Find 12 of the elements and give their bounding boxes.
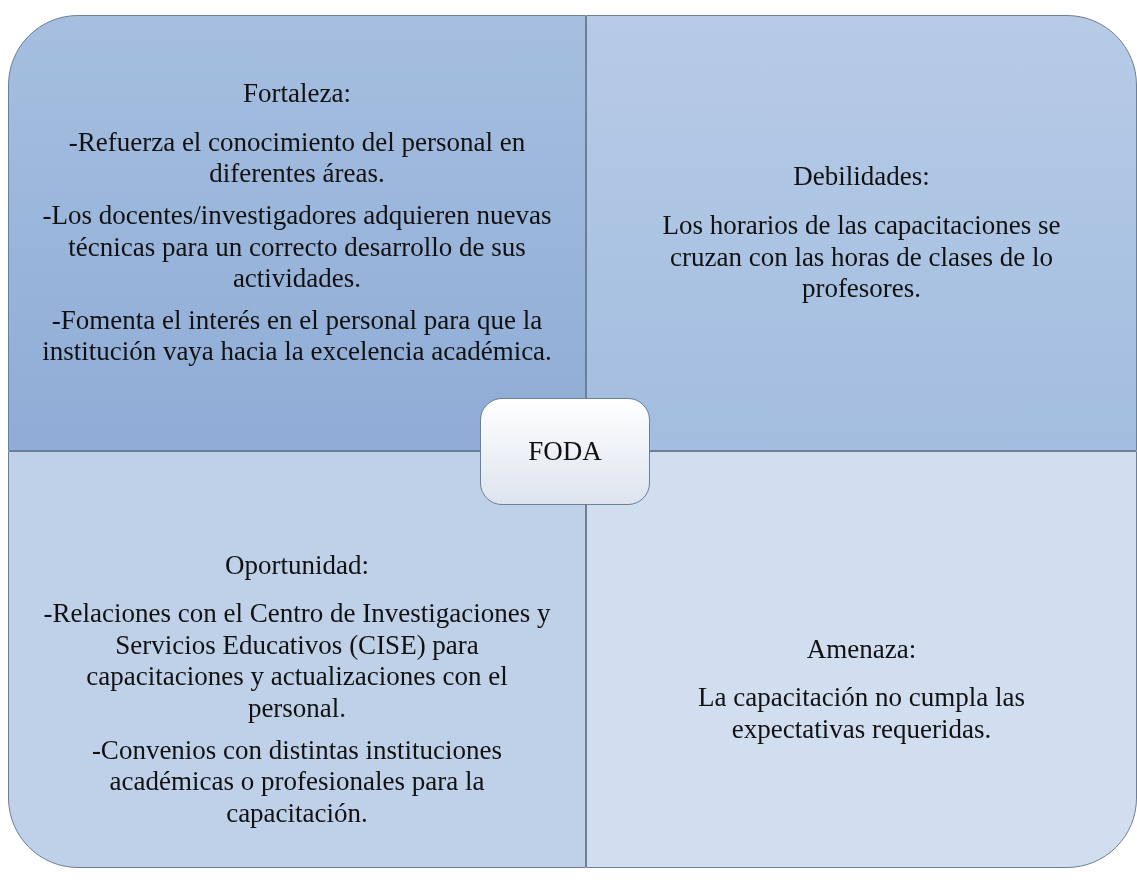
quadrant-heading: Fortaleza: — [243, 78, 351, 110]
quadrant-text: -Los docentes/investigadores adquieren nuevas técnicas para un correcto desarrollo de sus actividades. — [41, 199, 553, 295]
quadrant-text: -Refuerza el conocimiento del personal en diferentes áreas. — [67, 126, 527, 190]
quadrant-text: -Relaciones con el Centro de Investigaciones y Servicios Educativos (CISE) para capacitaciones y actualizaciones con el personal. — [42, 598, 552, 725]
center-box: FODA — [480, 398, 650, 505]
quadrant-text: La capacitación no cumpla las expectativas requeridas. — [697, 682, 1026, 746]
quadrant-text: -Convenios con distintas instituciones académicas o profesionales para la capacitación. — [90, 734, 504, 830]
quadrant-heading: Debilidades: — [793, 161, 930, 193]
quadrant-heading: Oportunidad: — [225, 549, 369, 582]
quadrant-heading: Amenaza: — [806, 633, 917, 666]
quadrant-text: -Fomenta el interés en el personal para que la institución vaya hacia la excelencia académica. — [41, 304, 553, 368]
quadrant-text: Los horarios de las capacitaciones se cruzan con las horas de clases de lo profesores. — [661, 209, 1062, 305]
